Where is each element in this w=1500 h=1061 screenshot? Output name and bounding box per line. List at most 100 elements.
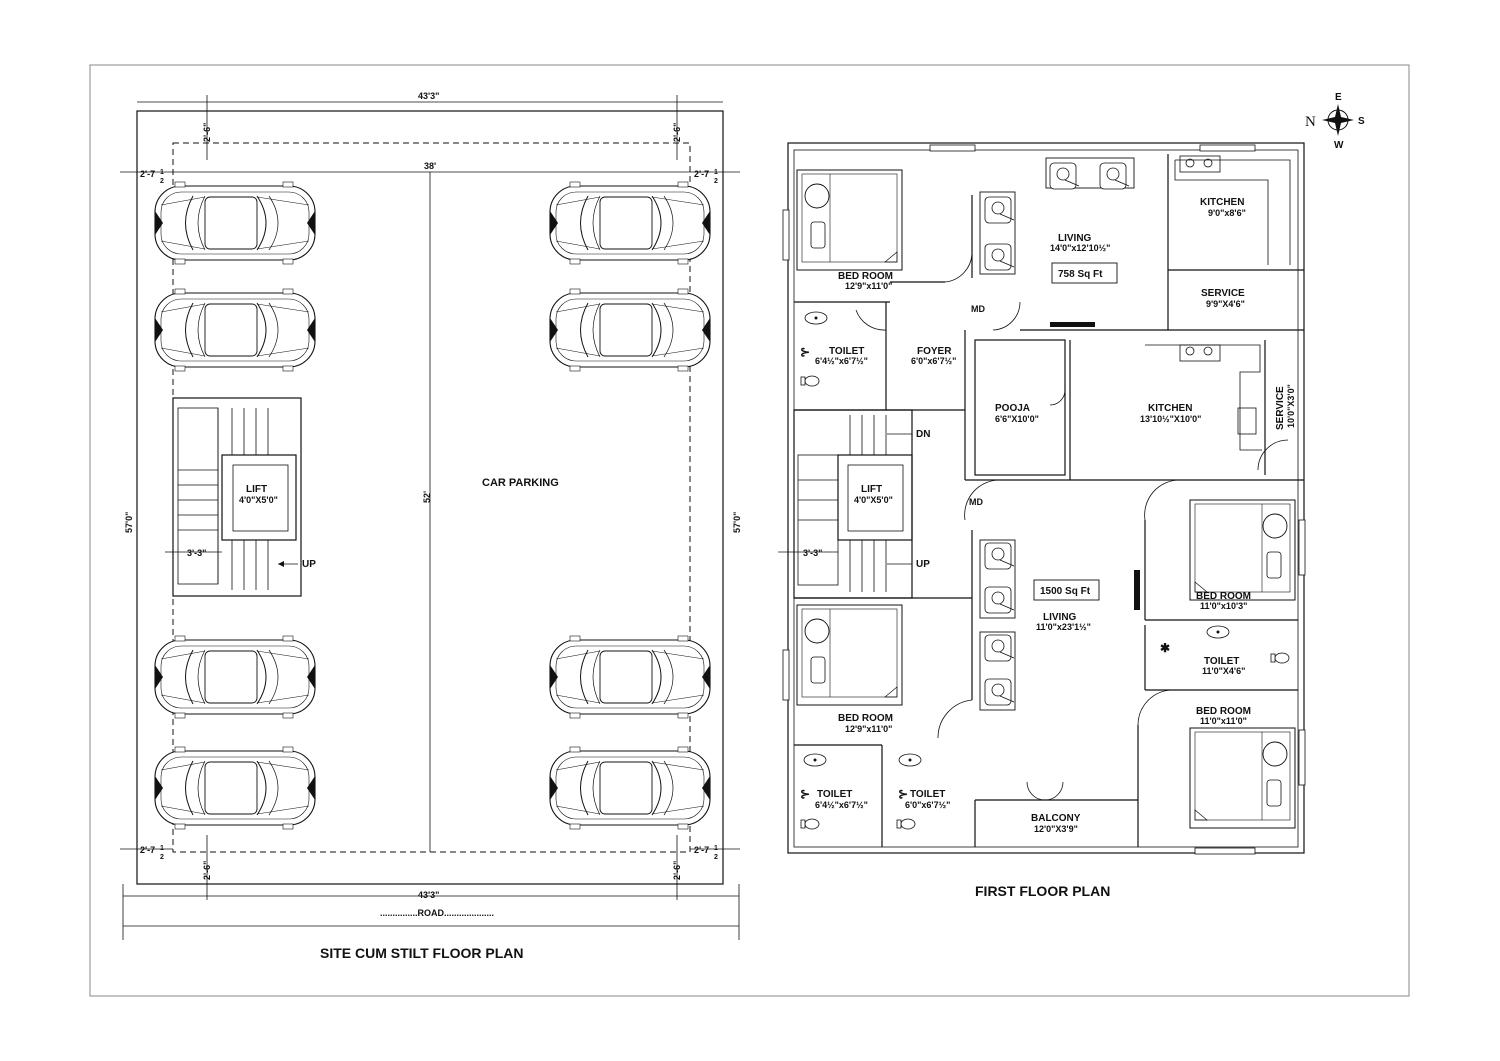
lift-shaft bbox=[221, 454, 297, 541]
area-box-mid bbox=[1033, 579, 1100, 601]
site-half-den: 2 bbox=[160, 854, 164, 861]
site-width-bottom: 43'3" bbox=[418, 890, 439, 900]
compass-e: E bbox=[1335, 92, 1342, 103]
ff-stair-width: 3'-3" bbox=[803, 548, 822, 558]
ff-toilet1-dim: 6'4½"x6'7½" bbox=[815, 356, 868, 366]
car-icon bbox=[549, 181, 711, 265]
site-half: 1 bbox=[714, 169, 718, 176]
ff-toilet-right-name: TOILET bbox=[1204, 656, 1239, 667]
car-icon bbox=[154, 181, 316, 265]
ff-dn-label: DN bbox=[916, 429, 930, 440]
chair-icon bbox=[984, 196, 1015, 224]
staircase bbox=[165, 397, 302, 597]
chair-icon bbox=[1099, 162, 1130, 190]
car-icon bbox=[154, 288, 316, 372]
first-floor-title: FIRST FLOOR PLAN bbox=[975, 883, 1110, 899]
compass-w: W bbox=[1334, 140, 1344, 151]
car-icon bbox=[154, 635, 316, 719]
car-parking-label: CAR PARKING bbox=[482, 477, 559, 489]
ff-up-label: UP bbox=[916, 559, 930, 570]
ff-toilet3-dim: 6'0"x6'7½" bbox=[905, 800, 950, 810]
site-half-den: 2 bbox=[160, 178, 164, 185]
basin-icon bbox=[1206, 625, 1230, 639]
shower-icon: ✱ bbox=[1160, 641, 1170, 655]
building-footprint bbox=[172, 142, 691, 853]
ff-bed-right2-name: BED ROOM bbox=[1196, 706, 1251, 717]
ff-toilet1-name: TOILET bbox=[829, 346, 864, 357]
ff-kitchen-top-dim: 9'0"x8'6" bbox=[1208, 208, 1246, 218]
site-half: 1 bbox=[160, 845, 164, 852]
bed-icon bbox=[1189, 727, 1296, 829]
ff-living-mid-name: LIVING bbox=[1043, 612, 1077, 623]
ff-md-top: MD bbox=[971, 304, 985, 314]
ff-kitchen-mid-dim: 13'10½"X10'0" bbox=[1140, 414, 1201, 424]
ff-service-mid-dim: 10'0"X3'0" bbox=[1286, 384, 1296, 428]
site-half-den: 2 bbox=[714, 178, 718, 185]
ff-service-mid-name: SERVICE bbox=[1275, 386, 1286, 430]
ff-toilet-right-dim: 11'0"X4'6" bbox=[1202, 666, 1245, 676]
ff-kitchen-top-name: KITCHEN bbox=[1200, 197, 1244, 208]
wc-icon bbox=[800, 375, 820, 387]
chair-icon bbox=[984, 678, 1015, 706]
car-icon bbox=[549, 635, 711, 719]
site-plan-title: SITE CUM STILT FLOOR PLAN bbox=[320, 945, 524, 961]
site-height-left: 57'0" bbox=[124, 512, 134, 533]
site-lift-dim: 4'0"X5'0" bbox=[239, 495, 278, 505]
site-inner-width: 38' bbox=[424, 161, 436, 171]
site-up-label: UP bbox=[302, 559, 316, 570]
basin-icon bbox=[898, 753, 922, 767]
shower-icon: ⊱ bbox=[898, 787, 908, 801]
site-stair-width: 3'-3" bbox=[187, 548, 206, 558]
shower-icon: ⊱ bbox=[800, 345, 810, 359]
ff-toilet3-name: TOILET bbox=[910, 789, 945, 800]
sheet-border bbox=[89, 64, 1410, 997]
chair-icon bbox=[984, 243, 1015, 271]
ff-bed2-name: BED ROOM bbox=[838, 713, 893, 724]
ff-bed1-name: BED ROOM bbox=[838, 271, 893, 282]
road-label: ...............ROAD.................... bbox=[380, 908, 494, 918]
chair-icon bbox=[984, 542, 1015, 570]
site-setback-tl: 2'-6" bbox=[202, 123, 212, 142]
ff-foyer-name: FOYER bbox=[917, 346, 952, 357]
site-setback-br: 2'-6" bbox=[672, 861, 682, 880]
ff-toilet2-dim: 6'4½"x6'7½" bbox=[815, 800, 868, 810]
ff-living-mid-dim: 11'0"x23'1½" bbox=[1036, 622, 1091, 632]
site-width-top: 43'3" bbox=[418, 91, 439, 101]
ff-bed-right1-dim: 11'0"x10'3" bbox=[1200, 601, 1247, 611]
area-box-top bbox=[1051, 262, 1118, 284]
shower-icon: ⊱ bbox=[800, 787, 810, 801]
site-half-den: 2 bbox=[714, 854, 718, 861]
ff-lift-name: LIFT bbox=[861, 484, 882, 495]
ff-area-top: 758 Sq Ft bbox=[1058, 269, 1103, 280]
ff-area-mid: 1500 Sq Ft bbox=[1040, 586, 1091, 597]
bed-icon bbox=[796, 169, 903, 271]
ff-kitchen-mid-name: KITCHEN bbox=[1148, 403, 1192, 414]
site-setback-bl: 2'-6" bbox=[202, 861, 212, 880]
ff-lift-dim: 4'0"X5'0" bbox=[854, 495, 893, 505]
bed-icon bbox=[796, 604, 903, 706]
ff-bed-right1-name: BED ROOM bbox=[1196, 591, 1251, 602]
ff-service-top-name: SERVICE bbox=[1201, 288, 1245, 299]
site-side-br: 2'-7 bbox=[694, 845, 709, 855]
car-icon bbox=[154, 746, 316, 830]
chair-icon bbox=[1049, 162, 1080, 190]
ff-living-top-dim: 14'0"x12'10½" bbox=[1050, 243, 1110, 253]
chair-icon bbox=[984, 634, 1015, 662]
compass-s: S bbox=[1358, 116, 1365, 127]
ff-toilet2-name: TOILET bbox=[817, 789, 852, 800]
bed-icon bbox=[1189, 499, 1296, 601]
first-floor-plan: ⊱ ⊱ ⊱ ✱ bbox=[778, 142, 1306, 855]
site-half: 1 bbox=[714, 845, 718, 852]
car-icon bbox=[549, 746, 711, 830]
ff-living-top-name: LIVING bbox=[1058, 233, 1092, 244]
basin-icon bbox=[803, 753, 827, 767]
ff-bed1-dim: 12'9"x11'0" bbox=[845, 281, 892, 291]
ff-bed2-dim: 12'9"x11'0" bbox=[845, 724, 892, 734]
wc-icon bbox=[800, 818, 820, 830]
site-setback-tr: 2'-6" bbox=[672, 123, 682, 142]
ff-balcony-dim: 12'0"X3'9" bbox=[1034, 824, 1078, 834]
basin-icon bbox=[804, 311, 828, 325]
site-side-bl: 2'-7 bbox=[140, 845, 155, 855]
site-inner-height: 52' bbox=[422, 491, 432, 503]
